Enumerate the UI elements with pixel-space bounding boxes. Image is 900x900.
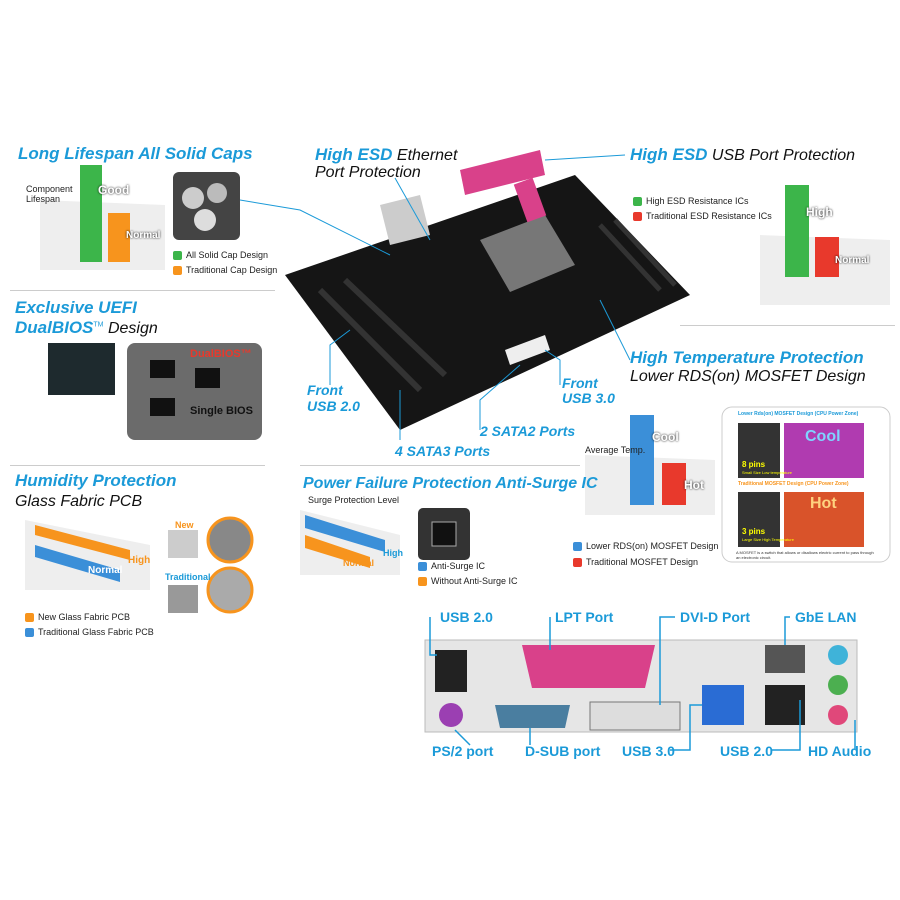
temp-bar-cool-label: Cool [652, 430, 679, 444]
humidity-subtitle: Glass Fabric PCB [15, 493, 143, 510]
humidity-title: Humidity Protection [15, 471, 177, 490]
caps-title: Long Lifespan All Solid Caps [18, 144, 253, 163]
mosfet-3pins: 3 pins [742, 527, 766, 536]
io-ps2-label: PS/2 port [432, 743, 494, 759]
surge-legend-anti: Anti-Surge IC [418, 561, 485, 571]
ethernet-title: High ESD Ethernet [315, 145, 458, 164]
bar-normal [108, 213, 130, 262]
solid-caps-photo [173, 172, 240, 240]
bar-good [80, 165, 102, 262]
divider [10, 465, 265, 466]
sata2-label: 2 SATA2 Ports [480, 423, 576, 439]
caps-legend-solid: All Solid Cap Design [173, 250, 268, 260]
surge-bar-normal-label: Normal [343, 558, 375, 568]
traditional-pcb-label: Traditional [165, 572, 211, 582]
humidity-legend-new: New Glass Fabric PCB [25, 612, 130, 622]
io-dsub-label: D-SUB port [525, 743, 601, 759]
surge-legend-without: Without Anti-Surge IC [418, 576, 518, 586]
mosfet-cool: Cool [805, 428, 841, 445]
io-hd-audio-label: HD Audio [808, 743, 872, 759]
dualbios-label: DualBIOS™ [190, 348, 252, 360]
mosfet-8pins-sub: Small Size Low temperature [742, 470, 793, 475]
mosfet-hot: Hot [810, 495, 837, 512]
caps-bar-normal-label: Normal [126, 230, 161, 241]
mosfet-panel-top: Lower Rds(on) MOSFET Design (CPU Power Z… [738, 411, 859, 417]
temp-subtitle: Lower RDS(on) MOSFET Design [630, 368, 866, 385]
usb-esd-legend-high: High ESD Resistance ICs [633, 196, 749, 206]
divider [300, 465, 580, 466]
mosfet-8pins: 8 pins [742, 460, 766, 469]
io-dvid-label: DVI-D Port [680, 609, 750, 625]
io-usb3-label: USB 3.0 [622, 743, 675, 759]
divider [680, 325, 895, 326]
caps-bar-good-label: Good [98, 183, 130, 197]
io-gbe-lan-label: GbE LAN [795, 609, 857, 625]
sata3-label: 4 SATA3 Ports [395, 443, 491, 459]
rear-io-panel [424, 639, 858, 733]
bios-title-line2: DualBIOSTM Design [15, 318, 158, 337]
front-usb3-label-1: Front [562, 375, 598, 391]
front-usb2-label-2: USB 2.0 [307, 398, 360, 414]
io-lpt-label: LPT Port [555, 609, 614, 625]
io-usb2-bottom-label: USB 2.0 [720, 743, 773, 759]
usb-esd-title: High ESD USB Port Protection [630, 145, 856, 164]
humidity-bar-high-label: High [128, 555, 151, 566]
front-usb2-label-1: Front [307, 382, 343, 398]
temp-legend-lower: Lower RDS(on) MOSFET Design [573, 541, 718, 551]
temp-bar-hot-label: Hot [684, 478, 704, 492]
temp-axis-label: Average Temp. [585, 445, 646, 455]
io-usb2-top-label: USB 2.0 [440, 609, 493, 625]
usb-esd-legend-traditional: Traditional ESD Resistance ICs [633, 211, 772, 221]
mosfet-panel-bottom: Traditional MOSFET Design (CPU Power Zon… [738, 481, 849, 487]
caps-legend-traditional: Traditional Cap Design [173, 265, 277, 275]
usb-esd-bar-high-label: High [806, 205, 833, 219]
mosfet-3pins-sub: Large Size High Temperature [742, 537, 794, 542]
motherboard-image [285, 150, 690, 430]
bios-chip-photo [48, 343, 115, 395]
new-pcb-label: New [175, 520, 194, 530]
ethernet-title-line2: Port Protection [315, 164, 421, 181]
caps-chart [40, 165, 165, 270]
temp-legend-traditional: Traditional MOSFET Design [573, 557, 698, 567]
surge-bar-high-label: High [383, 548, 403, 558]
front-usb3-label-2: USB 3.0 [562, 390, 615, 406]
humidity-bar-normal-label: Normal [88, 565, 123, 576]
divider [10, 290, 275, 291]
caps-axis-label: Component Lifespan [26, 184, 73, 204]
usb-esd-bar-normal-label: Normal [835, 255, 870, 266]
singlebios-label: Single BIOS [190, 405, 253, 417]
surge-axis-label: Surge Protection Level [308, 495, 400, 505]
surge-title: Power Failure Protection Anti-Surge IC [303, 475, 598, 492]
humidity-legend-traditional: Traditional Glass Fabric PCB [25, 627, 154, 637]
bios-title-line1: Exclusive UEFI [15, 298, 137, 317]
mosfet-note: A MOSFET is a switch that allows or disa… [736, 550, 874, 560]
temp-title: High Temperature Protection [630, 348, 864, 367]
